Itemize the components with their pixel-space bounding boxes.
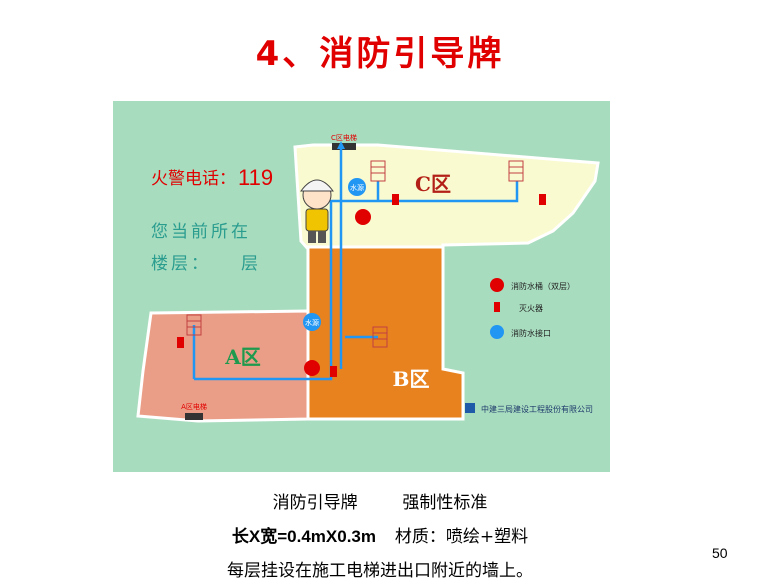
fire-alarm-label: 火警电话： (151, 169, 236, 189)
caption-line-1: 消防引导牌 强制性标准 (0, 488, 760, 513)
page-title: 4、消防引导牌 (255, 34, 505, 74)
extinguisher-icon (392, 194, 399, 205)
fire-alarm-number: 119 (238, 165, 273, 190)
svg-text:水源: 水源 (305, 318, 319, 327)
legend: 消防水桶（双层） 灭火器 消防水接口 (490, 278, 575, 339)
water-source-icon (303, 313, 321, 331)
legend-item: 灭火器 (519, 304, 543, 313)
you-are-here-text: 您当前所在 (151, 222, 251, 242)
fire-bucket-icon (355, 209, 371, 225)
fire-bucket-icon (304, 360, 320, 376)
caption-line-3: 每层挂设在施工电梯进出口附近的墙上。 (227, 561, 533, 581)
legend-bucket-icon (490, 278, 504, 292)
fire-guidance-sign: C区电梯 A区电梯 水源 水源 C区 A区 B区 火警电话： 119 您当前所在 (113, 101, 610, 472)
caption-name: 消防引导牌 (272, 493, 358, 513)
company-name: 中建三局建设工程股份有限公司 (481, 404, 593, 414)
stair-icon (186, 160, 524, 348)
elevator-c-icon (332, 143, 356, 150)
legend-item: 消防水桶（双层） (511, 281, 575, 291)
extinguisher-icon (330, 366, 337, 377)
safety-worker-mascot (300, 179, 334, 243)
elevator-c-label: C区电梯 (331, 133, 357, 142)
caption-material: 材质：喷绘+塑料 (394, 527, 529, 547)
legend-item: 消防水接口 (511, 328, 551, 338)
elevator-a-icon (185, 413, 203, 420)
elevator-a-label: A区电梯 (181, 402, 207, 411)
caption-size: 长X宽=0.4mX0.3m (231, 527, 377, 546)
caption-standard: 强制性标准 (402, 493, 488, 513)
zone-a-area (136, 309, 310, 423)
extinguisher-icon (177, 337, 184, 348)
svg-text:水源: 水源 (350, 183, 364, 192)
caption-line-2: 长X宽=0.4mX0.3m 材质：喷绘+塑料 (0, 522, 760, 547)
legend-water-icon (490, 325, 504, 339)
page-number: 50 (712, 545, 728, 561)
water-source-icon (348, 178, 366, 196)
legend-extinguisher-icon (494, 302, 500, 312)
company-logo-icon (465, 403, 475, 413)
floor-label: 楼层： (151, 254, 211, 274)
floor-suffix: 层 (241, 254, 258, 274)
zone-a-label: A区 (224, 345, 261, 369)
zone-c-label: C区 (415, 172, 451, 196)
zone-b-label: B区 (393, 367, 430, 391)
extinguisher-icon (539, 194, 546, 205)
